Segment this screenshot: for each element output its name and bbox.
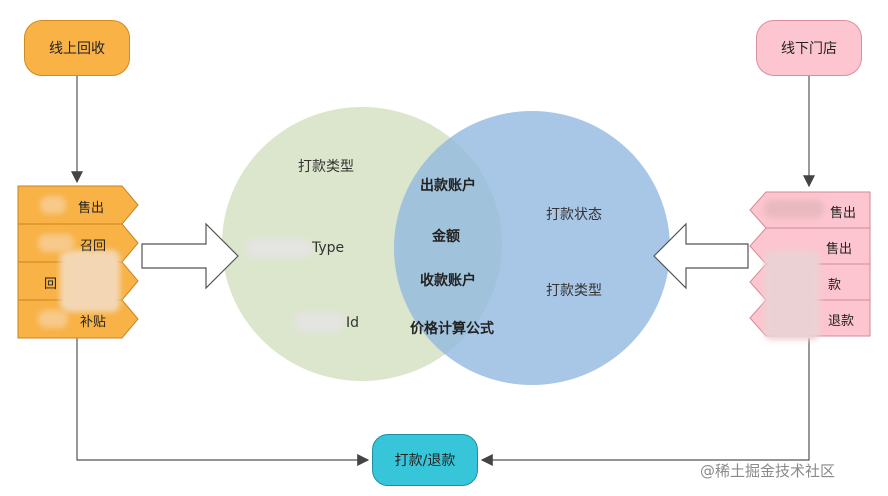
connector-offline-to-payout <box>480 338 810 466</box>
redaction-patch <box>40 196 66 214</box>
offline-tag-label: 售出 <box>830 206 857 221</box>
watermark-text: @稀土掘金技术社区 <box>700 462 836 480</box>
online-recycle-node: 线上回收 <box>24 20 130 76</box>
venn-right-item: 打款类型 <box>546 283 602 299</box>
online-tag-label: 售出 <box>78 201 105 216</box>
offline-tag-label: 售出 <box>826 242 853 257</box>
venn-overlap-item: 出款账户 <box>420 178 476 194</box>
redaction-patch <box>246 238 312 258</box>
venn-right-item: 打款状态 <box>546 207 602 223</box>
offline-tag-label: 款 <box>828 278 842 293</box>
venn-left-item: Type <box>312 240 345 256</box>
big-arrow-left <box>653 222 749 290</box>
online-tag-shape <box>17 185 139 225</box>
venn-overlap-item: 金额 <box>432 229 460 245</box>
big-arrow-right <box>141 222 239 290</box>
offline-store-node: 线下门店 <box>756 20 862 76</box>
redaction-patch <box>764 250 820 340</box>
venn-overlap-item: 收款账户 <box>420 273 476 289</box>
redaction-patch <box>38 310 68 328</box>
venn-left-item: Id <box>346 315 360 331</box>
redaction-patch <box>60 250 120 312</box>
venn-right-circle <box>394 111 670 385</box>
online-tag-label: 召回 <box>80 239 107 254</box>
redaction-patch <box>764 200 824 218</box>
venn-left-item: 打款类型 <box>298 159 354 175</box>
redaction-patch <box>294 312 344 332</box>
payout-refund-node: 打款/退款 <box>372 434 478 486</box>
offline-tag-label: 退款 <box>828 314 855 329</box>
online-tag-label: 回 <box>44 277 58 292</box>
online-tag-label: 补贴 <box>80 315 107 330</box>
venn-overlap-item: 价格计算公式 <box>410 321 494 337</box>
redaction-patch <box>38 234 74 252</box>
connector-online-to-payout <box>76 338 370 466</box>
